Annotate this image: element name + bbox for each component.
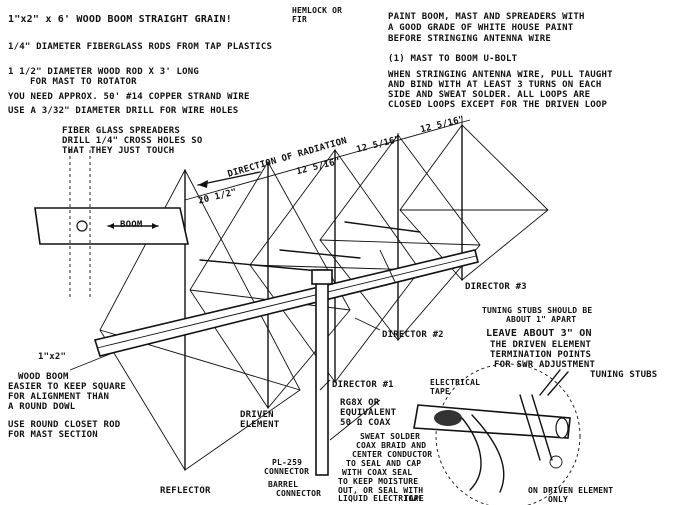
wood-type: HEMLOCK OR FIR (292, 6, 343, 24)
mast-rod-note-2: FOR MAST TO ROTATOR (30, 77, 137, 87)
label-driven: DRIVEN ELEMENT (240, 410, 280, 430)
string-note-2: AND BIND WITH AT LEAST 3 TURNS ON EACH (388, 80, 602, 90)
leave-note-2: THE DRIVEN ELEMENT (490, 340, 592, 350)
barrel-label-2: CONNECTOR (276, 489, 322, 498)
paint-note-1: PAINT BOOM, MAST AND SPREADERS WITH (388, 12, 585, 22)
solder-9: TAPE (404, 494, 425, 503)
solder-5: WITH COAX SEAL (342, 468, 413, 477)
boom-note-2: EASIER TO KEEP SQUARE (8, 382, 126, 392)
boom-spec: 1"x2" x 6' WOOD BOOM STRAIGHT GRAIN! (8, 14, 232, 25)
spreader-rod-note: 1/4" DIAMETER FIBERGLASS RODS FROM TAP P… (8, 42, 273, 52)
tuning-stubs-label: TUNING STUBS (590, 370, 658, 380)
solder-7: OUT, OR SEAL WITH (338, 486, 424, 495)
spreader-note-2: DRILL 1/4" CROSS HOLES SO (62, 136, 203, 146)
mast-note-2: FOR MAST SECTION (8, 430, 98, 440)
boom-note-3: FOR ALIGNMENT THAN (8, 392, 110, 402)
wire-need-note: YOU NEED APPROX. 50' #14 COPPER STRAND W… (8, 92, 250, 102)
solder-4: TO SEAL AND CAP (346, 459, 422, 468)
leave-note-1: LEAVE ABOUT 3" ON (486, 328, 592, 339)
drill-note: USE A 3/32" DIAMETER DRILL FOR WIRE HOLE… (8, 106, 239, 116)
coax-detail (413, 363, 581, 505)
boom-note-1: WOOD BOOM (18, 372, 69, 382)
coax-label-2: EQUIVALENT (340, 408, 397, 418)
boom-detail-drawing (34, 150, 189, 300)
label-director-3: DIRECTOR #3 (465, 282, 527, 292)
string-note-4: CLOSED LOOPS EXCEPT FOR THE DRIVEN LOOP (388, 100, 608, 110)
solder-1: SWEAT SOLDER (360, 432, 421, 441)
spreader-note-3: THAT THEY JUST TOUCH (62, 146, 175, 156)
callout-lines (69, 249, 396, 441)
ubolt-note: (1) MAST TO BOOM U-BOLT (388, 54, 518, 64)
label-director-2: DIRECTOR #2 (382, 330, 444, 340)
boom-size: 1"x2" (38, 352, 67, 362)
tuning-note-1: TUNING STUBS SHOULD BE (482, 306, 593, 315)
mast-note-1: USE ROUND CLOSET ROD (8, 420, 121, 430)
spreader-note-1: FIBER GLASS SPREADERS (62, 126, 180, 136)
solder-8: LIQUID ELECTRICAL (338, 494, 424, 503)
solder-2: COAX BRAID AND (356, 441, 427, 450)
driven-only-2: ONLY (548, 495, 569, 504)
label-director-1: DIRECTOR #1 (332, 380, 394, 390)
boom-detail-label: BOOM (120, 220, 143, 230)
dimension-lines (184, 118, 471, 210)
barrel-label: BARREL (268, 480, 299, 489)
tuning-note-2: ABOUT 1" APART (506, 315, 577, 324)
driven-only-1: ON DRIVEN ELEMENT (528, 486, 614, 495)
paint-note-2: A GOOD GRADE OF WHITE HOUSE PAINT (388, 23, 574, 33)
boom-note-4: A ROUND DOWL (8, 402, 76, 412)
leave-note-4: FOR SWR ADJUSTMENT (494, 360, 596, 370)
solder-3: CENTER CONDUCTOR (352, 450, 433, 459)
string-note-3: SIDE AND SWEAT SOLDER. ALL LOOPS ARE (388, 90, 591, 100)
tape-label: ELECTRICAL TAPE (430, 378, 481, 396)
string-note-1: WHEN STRINGING ANTENNA WIRE, PULL TAUGHT (388, 70, 613, 80)
leave-note-3: TERMINATION POINTS (490, 350, 592, 360)
coax-label-3: 50 Ω COAX (340, 418, 391, 428)
pl259-label: PL-259 (272, 458, 303, 467)
label-reflector: REFLECTOR (160, 486, 211, 496)
boom (93, 249, 479, 476)
solder-6: TO KEEP MOISTURE (338, 477, 419, 486)
coax-label-1: RG8X OR (340, 398, 380, 408)
pl259-label-2: CONNECTOR (264, 467, 310, 476)
mast-rod-note: 1 1/2" DIAMETER WOOD ROD X 3' LONG (8, 67, 200, 77)
paint-note-3: BEFORE STRINGING ANTENNA WIRE (388, 34, 551, 44)
